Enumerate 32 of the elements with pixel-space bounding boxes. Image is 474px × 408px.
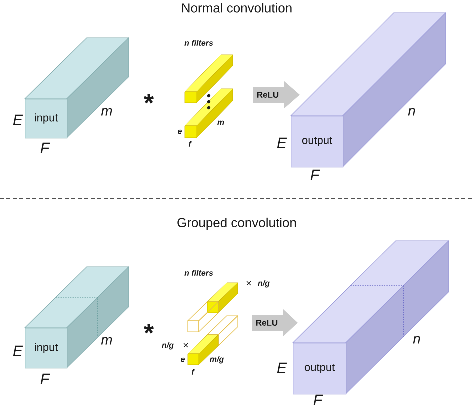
dimension-label: e — [178, 130, 182, 134]
dimension-label: F — [40, 142, 50, 154]
dimension-label: n — [408, 108, 416, 116]
dimension-label: m/g — [210, 356, 224, 364]
dimension-label: n — [413, 336, 420, 344]
section-heading: Normal convolution — [182, 3, 292, 13]
dimension-label: m — [101, 108, 112, 116]
dimension-label: E — [277, 138, 288, 148]
dimension-label: e — [181, 358, 185, 362]
dimension-label: E — [13, 346, 24, 356]
section-heading: Grouped convolution — [178, 218, 296, 230]
node-label: input — [35, 114, 58, 124]
dimension-label: E — [13, 114, 24, 126]
filter-label: n filters — [184, 270, 214, 276]
dimension-label: m — [101, 337, 112, 345]
dimension-label: F — [314, 394, 324, 406]
node-label: input — [35, 343, 58, 354]
node-label: output — [302, 137, 333, 146]
dimension-label: E — [277, 362, 288, 374]
dimension-label: n/g — [258, 280, 270, 288]
dimension-label: m — [218, 120, 224, 126]
dimension-label: f — [188, 141, 192, 147]
operator-symbol: * — [144, 94, 154, 104]
dimension-label: n/g — [162, 342, 174, 350]
times-sign: × — [246, 281, 252, 286]
filter-label: n filters — [184, 40, 214, 46]
dimension-label: F — [310, 170, 320, 180]
operator-symbol: * — [144, 324, 154, 334]
times-sign: × — [184, 343, 188, 348]
node-label: output — [304, 364, 336, 374]
dimension-label: F — [40, 374, 50, 384]
dimension-label: f — [192, 369, 195, 375]
